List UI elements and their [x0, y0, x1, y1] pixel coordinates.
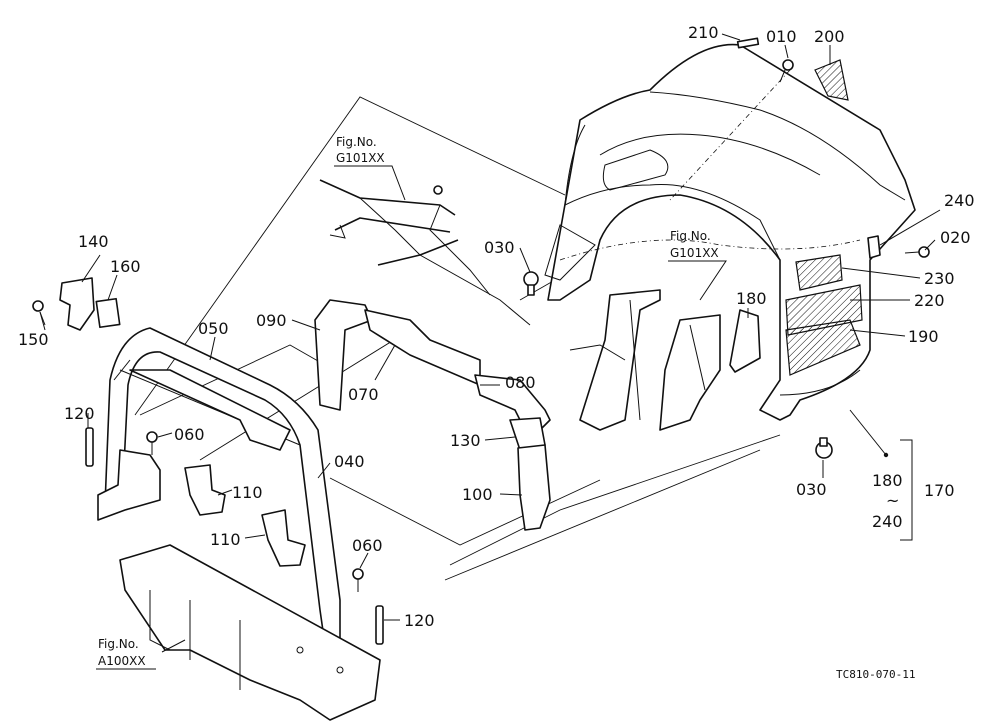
label-070: 070 — [348, 385, 379, 404]
fasteners-fender — [523, 59, 930, 459]
label-200: 200 — [814, 27, 845, 46]
bumpers — [314, 299, 551, 531]
fig-ref-code: G101XX — [336, 151, 385, 165]
label-090: 090 — [256, 311, 287, 330]
seat-support-bracket — [319, 179, 531, 326]
bracket-110-lower — [261, 509, 306, 567]
part-labels: 210 010 200 240 020 230 220 190 180 030 … — [18, 23, 975, 630]
label-010: 010 — [766, 27, 797, 46]
decal-220 — [785, 284, 863, 336]
bolt-060-lower — [352, 568, 364, 592]
label-tilde: ~ — [886, 491, 899, 510]
drawing-code: TC810-070-11 — [836, 668, 915, 681]
label-170: 170 — [924, 481, 955, 500]
bolt-030-upper — [523, 271, 539, 296]
small-parts — [32, 277, 384, 645]
bolt-010 — [779, 59, 794, 83]
bolt-030-lower — [815, 437, 833, 459]
fender-side-contour — [599, 133, 821, 176]
fig-ref-title: Fig.No. — [98, 637, 139, 651]
label-040: 040 — [334, 452, 365, 471]
pin-120-right — [375, 605, 384, 645]
cover-070 — [364, 309, 481, 386]
reflector-180 — [729, 309, 761, 373]
label-020: 020 — [940, 228, 971, 247]
front-frame — [97, 327, 381, 721]
fig-ref-code: G101XX — [670, 246, 719, 260]
bracket-140 — [59, 277, 95, 331]
label-220: 220 — [914, 291, 945, 310]
fender-inner-panel — [544, 224, 596, 281]
figure-reference-middle: Fig.No. G101XX — [668, 229, 727, 301]
label-110: 110 — [232, 483, 263, 502]
fender-top-ridge — [649, 91, 906, 201]
fig-ref-title: Fig.No. — [336, 135, 377, 149]
pin-120-left — [85, 427, 94, 467]
cross-bar — [129, 369, 291, 451]
label-060: 060 — [352, 536, 383, 555]
bracket-110-upper — [184, 464, 226, 516]
label-180: 180 — [736, 289, 767, 308]
label-110: 110 — [210, 530, 241, 549]
plate-210 — [736, 37, 760, 49]
label-230: 230 — [924, 269, 955, 288]
label-150: 150 — [18, 330, 49, 349]
bolt-020 — [904, 246, 930, 258]
mounting-bracket-rear — [569, 289, 721, 431]
label-210: 210 — [688, 23, 719, 42]
label-120: 120 — [404, 611, 435, 630]
leader-lines — [39, 33, 941, 653]
fender-lower-lip — [779, 369, 861, 396]
figure-reference-bottom: Fig.No. A100XX — [96, 637, 156, 670]
label-060: 060 — [174, 425, 205, 444]
fig-ref-code: A100XX — [98, 654, 146, 668]
bolt-150 — [32, 300, 46, 326]
fender-recess — [602, 149, 669, 191]
bracket-left — [97, 449, 161, 521]
fig-ref-title: Fig.No. — [670, 229, 711, 243]
label-080: 080 — [505, 373, 536, 392]
label-160: 160 — [110, 257, 141, 276]
label-140: 140 — [78, 232, 109, 251]
clip-240 — [867, 235, 881, 259]
label-030: 030 — [484, 238, 515, 257]
label-100: 100 — [462, 485, 493, 504]
label-050: 050 — [198, 319, 229, 338]
label-240: 240 — [944, 191, 975, 210]
figure-reference-top: Fig.No. G101XX — [334, 135, 406, 201]
decal-230 — [795, 254, 843, 291]
decals — [729, 37, 881, 376]
decal-200 — [814, 59, 849, 101]
pad-160 — [95, 297, 121, 329]
fender-bolt-axis — [669, 69, 791, 201]
cover-090 — [314, 299, 373, 411]
label-120: 120 — [64, 404, 95, 423]
label-240: 240 — [872, 512, 903, 531]
label-130: 130 — [450, 431, 481, 450]
label-030: 030 — [796, 480, 827, 499]
label-190: 190 — [908, 327, 939, 346]
frame-base — [119, 544, 381, 721]
bolt-060-upper — [146, 431, 158, 455]
label-180: 180 — [872, 471, 903, 490]
